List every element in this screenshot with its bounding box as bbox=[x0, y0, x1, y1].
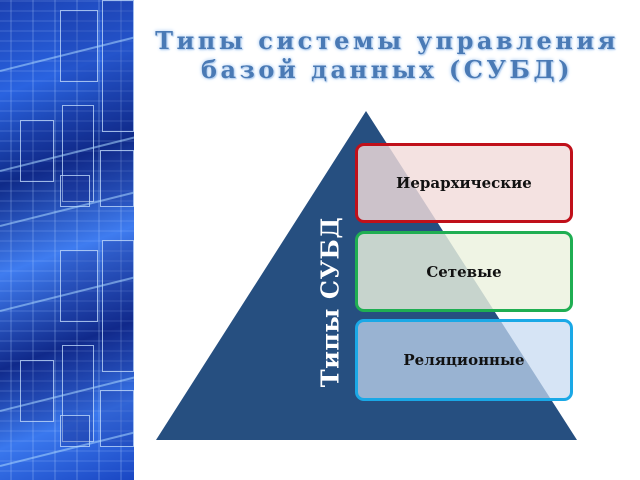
dbms-type-label: Иерархические bbox=[396, 174, 532, 192]
dbms-type-label: Сетевые bbox=[426, 262, 502, 281]
dbms-type-label: Реляционные bbox=[403, 351, 525, 369]
slide-title-line-2: базой данных (СУБД) bbox=[200, 55, 574, 84]
dbms-type-hierarchical: Иерархические bbox=[355, 143, 573, 223]
side-decorative-image bbox=[0, 0, 134, 480]
dbms-type-relational: Реляционные bbox=[355, 319, 573, 401]
slide-title-line-1: Типы системы управления bbox=[155, 26, 619, 55]
pyramid-vertical-label: Типы СУБД bbox=[315, 216, 345, 388]
dbms-type-network: Сетевые bbox=[355, 231, 573, 312]
slide-title: Типы системы управления базой данных (СУ… bbox=[134, 26, 640, 84]
